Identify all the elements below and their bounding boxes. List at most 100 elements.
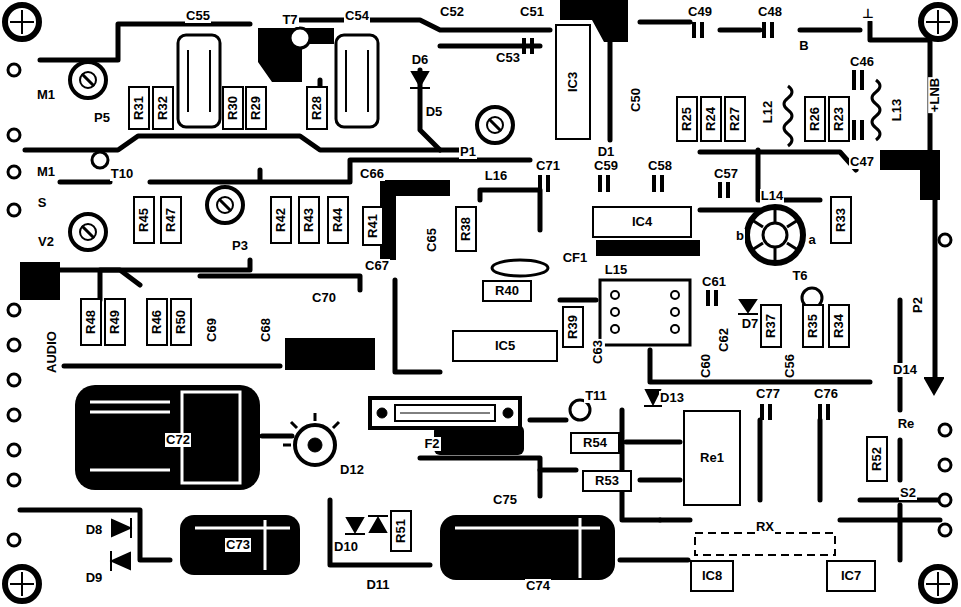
ic-box: IC4 xyxy=(592,206,692,238)
solder-pad xyxy=(8,166,20,178)
mounting-hole xyxy=(5,5,955,601)
resistor-box: R50 xyxy=(170,298,192,346)
solder-pad xyxy=(939,524,951,536)
part-label: C48 xyxy=(757,5,783,19)
part-label: C59 xyxy=(593,159,619,173)
fuse-holder xyxy=(377,408,387,418)
part-label: C60 xyxy=(699,353,713,379)
part-label: D12 xyxy=(339,463,365,477)
resistor-box: R51 xyxy=(390,510,412,552)
part-label: T7 xyxy=(281,13,298,27)
part-label: C58 xyxy=(647,159,673,173)
solder-pad xyxy=(939,459,951,471)
solder-pad xyxy=(8,64,951,546)
part-label: Re xyxy=(897,417,916,431)
part-label: C57 xyxy=(713,167,739,181)
fuse-holder xyxy=(395,405,495,421)
part-label: C63 xyxy=(591,339,605,365)
regulator-box: IC7 xyxy=(826,560,876,592)
mounting-hole xyxy=(10,10,950,596)
part-label: a xyxy=(807,233,816,247)
ferrite-filter xyxy=(611,308,619,316)
transistor xyxy=(92,28,822,420)
part-label: C55 xyxy=(185,9,211,23)
part-number: R38 xyxy=(459,217,473,241)
part-label: C50 xyxy=(629,87,643,113)
solder-pad xyxy=(8,204,20,216)
rx-outline xyxy=(695,533,835,555)
ceramic-capacitor xyxy=(540,175,728,198)
part-number: R33 xyxy=(834,208,848,232)
part-number: R44 xyxy=(331,208,345,232)
part-number: R41 xyxy=(366,214,380,238)
ferrite-filter xyxy=(671,291,679,299)
part-number: R45 xyxy=(137,208,151,232)
part-number: R29 xyxy=(249,96,263,120)
part-label: AUDIO xyxy=(45,330,59,374)
resistor-box: R27 xyxy=(724,96,746,142)
part-label: C75 xyxy=(492,493,518,507)
fuse-holder xyxy=(400,413,490,414)
resistor-box: R26 xyxy=(804,96,826,142)
diode xyxy=(738,313,758,315)
solder-pad xyxy=(939,424,951,436)
part-label: P2 xyxy=(911,296,925,314)
part-number: IC7 xyxy=(841,569,861,583)
copper-fill xyxy=(258,28,334,82)
solder-pad xyxy=(8,534,20,546)
copper-track xyxy=(330,500,430,565)
resistor-box: R39 xyxy=(562,306,584,348)
electrolytic-capacitor xyxy=(90,402,170,470)
solder-pad xyxy=(8,129,20,141)
resistor-box: R24 xyxy=(700,96,722,142)
diode xyxy=(130,518,132,538)
part-number: R34 xyxy=(832,314,846,338)
part-label: C77 xyxy=(755,387,781,401)
part-label: b xyxy=(735,229,745,243)
led xyxy=(283,413,339,445)
diode xyxy=(110,551,112,571)
diode xyxy=(740,300,756,312)
part-label: C76 xyxy=(813,387,839,401)
ceramic-capacitor xyxy=(708,290,716,306)
part-label: C65 xyxy=(425,227,439,253)
resistor-box: R45 xyxy=(133,196,155,244)
electrolytic-capacitor xyxy=(195,520,290,570)
copper-track xyxy=(933,175,938,380)
copper-track xyxy=(620,558,688,563)
resistor-box: R23 xyxy=(828,96,850,142)
part-number: R42 xyxy=(274,208,288,232)
electrolytic-capacitor xyxy=(455,518,600,578)
toroid-coil xyxy=(747,207,803,263)
part-label: F2 xyxy=(423,437,440,451)
ceramic-capacitor xyxy=(524,22,862,420)
part-number: R32 xyxy=(156,96,170,120)
part-number: R27 xyxy=(728,107,742,131)
toroid-coil xyxy=(763,223,787,247)
electrolytic-capacitor xyxy=(75,385,260,490)
resistor-box: R43 xyxy=(298,196,320,244)
part-number: IC5 xyxy=(495,339,515,353)
part-label: T6 xyxy=(791,269,808,283)
part-number: IC4 xyxy=(632,215,652,229)
copper-track xyxy=(608,40,613,140)
electrolytic-capacitor xyxy=(346,50,368,112)
part-label: C68 xyxy=(259,317,273,343)
coil xyxy=(872,80,880,140)
part-label: C66 xyxy=(359,167,385,181)
toroid-coil xyxy=(752,208,798,262)
diode xyxy=(410,87,430,89)
copper-track xyxy=(20,20,940,565)
resistor-box: R29 xyxy=(245,86,267,130)
part-label: D14 xyxy=(892,363,918,377)
resistor-box: R46 xyxy=(146,298,168,346)
copper-fill xyxy=(285,338,375,370)
resistor-box: R30 xyxy=(222,86,244,130)
copper-track xyxy=(262,434,292,439)
part-label: L12 xyxy=(761,100,775,124)
part-number: R31 xyxy=(132,96,146,120)
diode xyxy=(412,72,428,86)
part-number: R49 xyxy=(108,310,122,334)
part-label: S2 xyxy=(899,486,917,500)
part-label: D13 xyxy=(659,391,685,405)
